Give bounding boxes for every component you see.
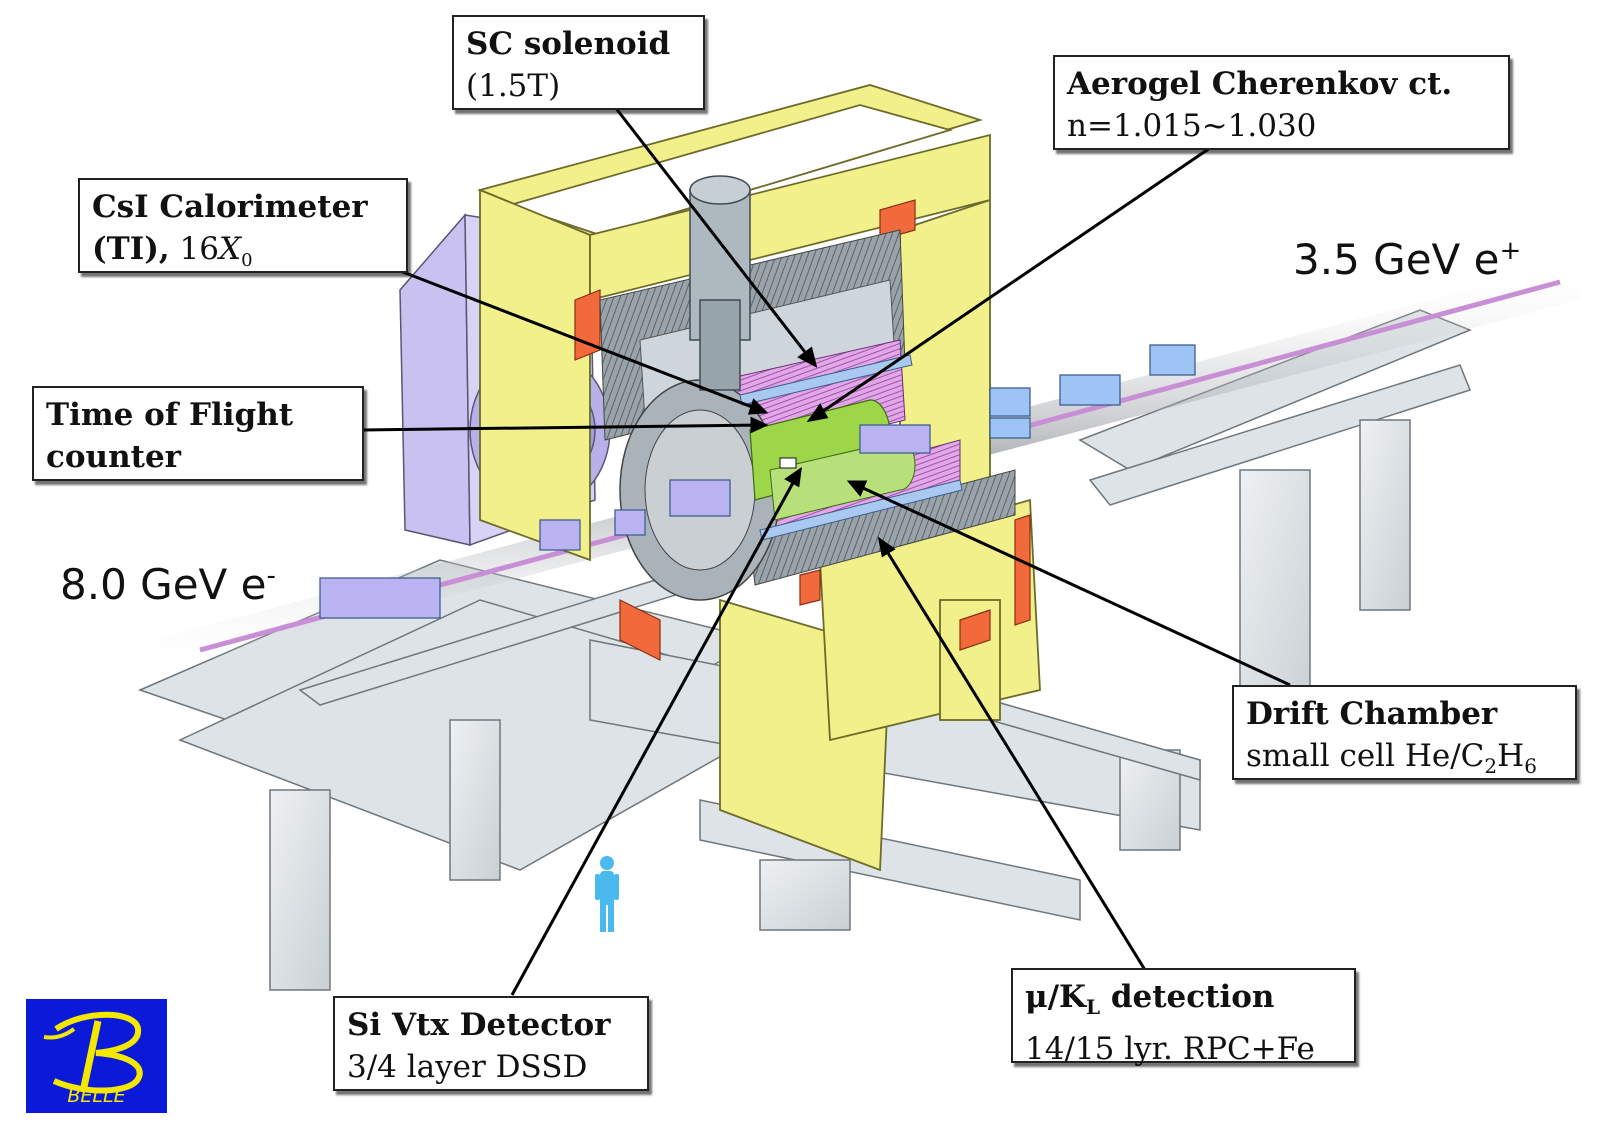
- beam-positron-sign: +: [1499, 236, 1522, 266]
- beam-label-positron: 3.5 GeV e+: [1293, 235, 1521, 284]
- callout-muon-title-sub: L: [1085, 995, 1101, 1020]
- callout-drift-chamber: Drift Chamber small cell He/C2H6: [1232, 685, 1577, 780]
- callout-tof-title2: counter: [46, 439, 182, 475]
- callout-csi-x0-sub: 0: [241, 250, 253, 272]
- callout-sc-solenoid-title: SC solenoid: [466, 26, 671, 62]
- callout-csi-title: CsI Calorimeter: [92, 189, 368, 225]
- callout-sc-solenoid-sub: (1.5T): [466, 68, 561, 104]
- callout-csi-x0: X: [219, 231, 242, 267]
- callout-muon-title-a: μ/K: [1025, 979, 1086, 1015]
- callout-csi-sub: (TI), 16X0: [92, 228, 396, 282]
- callout-aerogel-title: Aerogel Cherenkov ct.: [1067, 66, 1453, 102]
- callout-drift-sub-b: H: [1497, 738, 1525, 774]
- callout-si-vtx: Si Vtx Detector 3/4 layer DSSD: [333, 996, 649, 1091]
- beam-label-electron: 8.0 GeV e-: [60, 560, 276, 609]
- callout-drift-sub-2b: 6: [1524, 754, 1537, 779]
- beamline-magnets: [319, 344, 1196, 619]
- human-figure-icon: [595, 856, 619, 932]
- callout-aerogel: Aerogel Cherenkov ct. n=1.015~1.030: [1053, 55, 1510, 150]
- callout-aerogel-sub: n=1.015~1.030: [1067, 108, 1317, 144]
- callout-drift-title: Drift Chamber: [1246, 696, 1498, 732]
- beam-positron-text: 3.5 GeV e: [1293, 235, 1500, 284]
- callout-sc-solenoid: SC solenoid (1.5T): [452, 15, 705, 110]
- callout-muon-kl: μ/KL detection 14/15 lyr. RPC+Fe: [1011, 968, 1356, 1067]
- callout-drift-sub-a: small cell He/C: [1246, 738, 1485, 774]
- callout-svd-sub: 3/4 layer DSSD: [347, 1049, 588, 1085]
- belle-logo: BELLE: [26, 999, 167, 1113]
- iron-yoke-frame: [477, 84, 1041, 872]
- callout-time-of-flight: Time of Flight counter: [32, 386, 364, 481]
- beam-electron-sign: -: [266, 561, 276, 591]
- callout-muon-title-b: detection: [1100, 979, 1275, 1015]
- callout-svd-title: Si Vtx Detector: [347, 1007, 611, 1043]
- callout-csi-calorimeter: CsI Calorimeter (TI), 16X0: [78, 178, 408, 273]
- callout-muon-sub: 14/15 lyr. RPC+Fe: [1025, 1031, 1315, 1068]
- belle-logo-text: BELLE: [67, 1085, 126, 1107]
- callout-tof-title: Time of Flight: [46, 397, 294, 433]
- callout-drift-sub: small cell He/C2H6: [1246, 735, 1565, 787]
- callout-muon-title: μ/KL detection: [1025, 976, 1344, 1028]
- beam-electron-text: 8.0 GeV e: [60, 560, 267, 609]
- callout-csi-sub-bold: (TI),: [92, 231, 170, 267]
- return-yoke-accents: [574, 199, 1031, 661]
- callout-leader-lines: [362, 106, 1291, 996]
- belle-logo-mark: [43, 1011, 143, 1094]
- callout-csi-sub-rest: 16: [169, 231, 220, 267]
- callout-drift-sub-2a: 2: [1484, 754, 1498, 779]
